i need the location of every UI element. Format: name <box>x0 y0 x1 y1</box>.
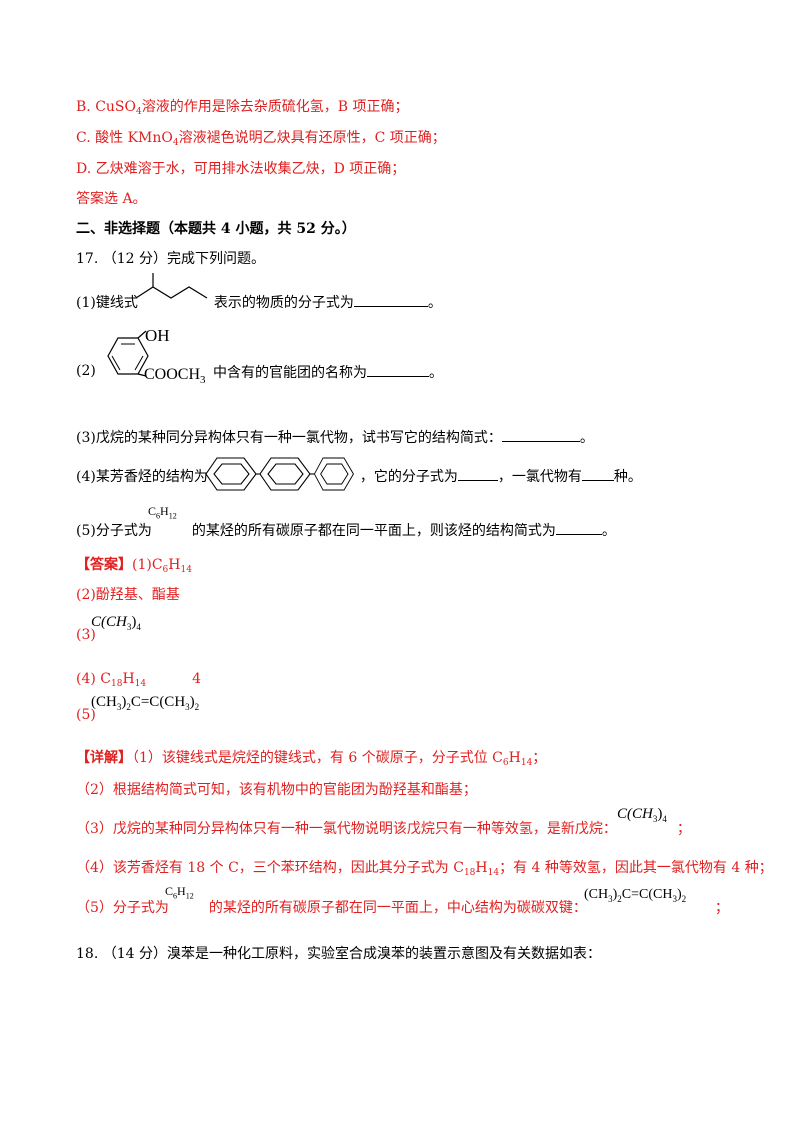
hydroxyl-label: OH <box>145 326 170 345</box>
answer-blank <box>501 427 580 442</box>
q17-part5: (5)分子式为的某烃的所有碳原子都在同一平面上，则该烃的结构简式为。 <box>76 520 616 540</box>
section-title: 二、非选择题（本题共 4 小题，共 52 分。） <box>76 221 356 237</box>
detail-part5-formula: (CH3)2C=C(CH3)2 <box>584 887 687 904</box>
answer-d-line: D. 乙炔难溶于水，可用排水法收集乙炔，D 项正确； <box>76 161 406 177</box>
q17-part1: (1)键线式表示的物质的分子式为。 <box>76 292 442 312</box>
detail-part5: （5）分子式为的某烃的所有碳原子都在同一平面上，中心结构为碳碳双键：； <box>76 900 729 916</box>
answer-part3-label: (3) <box>76 627 96 643</box>
answer-b-line: B. CuSO4溶液的作用是除去杂质硫化氢，B 项正确； <box>76 99 409 117</box>
answer-blank <box>555 520 602 535</box>
answer-blank <box>367 362 429 377</box>
answer-part2: (2)酚羟基、酯基 <box>76 587 180 603</box>
ester-label: COOCH3 <box>144 366 206 387</box>
q18-header: 18. （14 分）溴苯是一种化工原料，实验室合成溴苯的装置示意图及有关数据如表… <box>76 946 601 962</box>
answer-c-line: C. 酸性 KMnO4溶液褪色说明乙炔具有还原性，C 项正确； <box>76 130 446 148</box>
detail-part3-formula: C(CH3)4 <box>617 806 667 824</box>
answer-part3-formula: C(CH3)4 <box>91 614 141 632</box>
answer-part1: 【答案】(1)C6H14 <box>76 557 192 575</box>
c6h12-formula: C6H12 <box>148 504 177 521</box>
skeletal-formula-2-methylpentane <box>135 273 208 299</box>
q17-part3: (3)戊烷的某种同分异构体只有一种一氯代物，试书写它的结构简式：。 <box>76 427 594 447</box>
q17-part2-label: (2) <box>76 363 96 379</box>
detail-part3: （3）戊烷的某种同分异构体只有一种一氯代物说明该戊烷只有一种等效氢，是新戊烷：； <box>76 821 691 837</box>
q17-part4: (4)某芳香烃的结构为，它的分子式为，一氯代物有种。 <box>76 466 642 486</box>
detail-part1: 【详解】（1）该键线式是烷烃的键线式，有 6 个碳原子，分子式位 C6H14； <box>76 750 547 768</box>
answer-blank <box>581 466 614 481</box>
answer-part5-formula: (CH3)2C=C(CH3)2 <box>91 694 200 712</box>
detail-part4: （4）该芳香烃有 18 个 C，三个苯环结构，因此其分子式为 C18H14；有 … <box>76 860 773 878</box>
methyl-salicylate-structure <box>107 330 149 377</box>
q17-header: 17. （12 分）完成下列问题。 <box>76 251 265 267</box>
detail-c6h12-formula: C6H12 <box>165 884 194 901</box>
answer-choice-line: 答案选 A。 <box>76 191 147 207</box>
detail-part2: （2）根据结构简式可知，该有机物中的官能团为酚羟基和酯基； <box>76 782 477 798</box>
answer-blank <box>457 466 498 481</box>
answer-blank <box>353 292 428 307</box>
q17-part2: 中含有的官能团的名称为。 <box>213 362 443 382</box>
answer-part5-label: (5) <box>76 707 96 723</box>
terphenyl-structure <box>205 457 354 491</box>
